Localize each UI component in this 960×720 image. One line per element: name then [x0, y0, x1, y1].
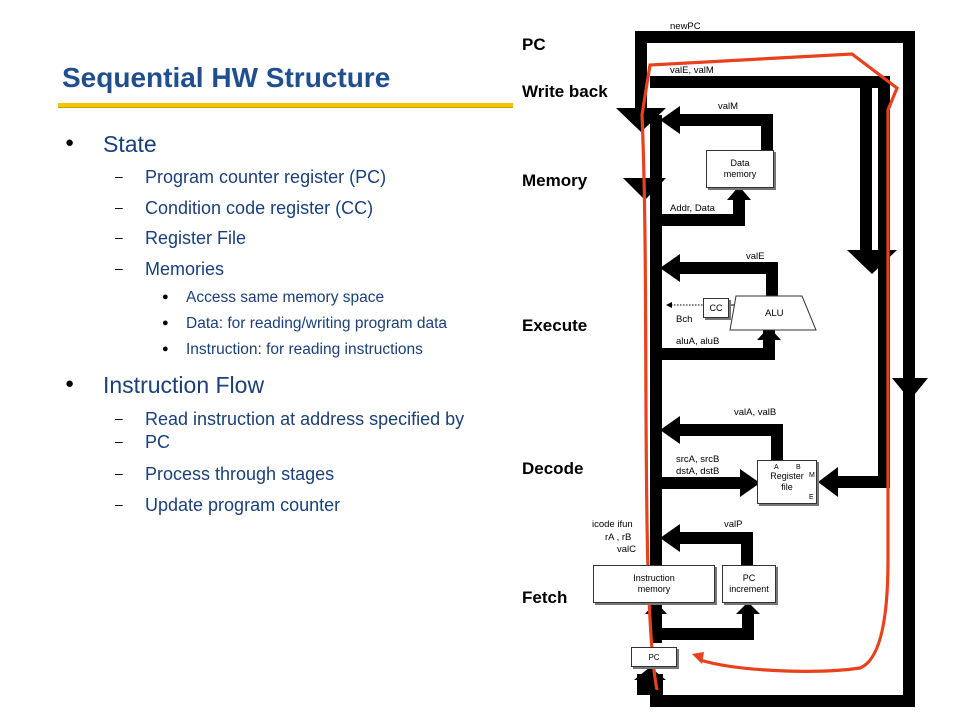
newpc-right-wire: [903, 31, 915, 707]
bch-arrow: [666, 302, 672, 308]
stage-decode: Decode: [522, 459, 584, 478]
valp-wire: [673, 532, 753, 544]
vala-valb-wire: [673, 424, 783, 436]
stage-fetch: Fetch: [522, 588, 568, 607]
bullet-process-stages: Process through stages: [115, 464, 334, 485]
pc-register-block: PC: [631, 647, 677, 667]
valp-arrow: [660, 524, 680, 552]
signal-vale-valm: valE, valM: [670, 65, 714, 76]
bullet-instruction-flow: Instruction Flow: [65, 372, 264, 399]
valm-down-arrow: [847, 250, 897, 274]
pc-increment-label-2: increment: [729, 584, 769, 594]
regfile-port-e: E: [809, 494, 814, 501]
title-underline: [58, 103, 513, 107]
vala-valb-arrow: [660, 416, 680, 444]
regfile-port-a: A: [774, 464, 779, 471]
title-underline-shadow: [58, 107, 513, 108]
signal-icode-ifun: icode ifun: [592, 519, 633, 530]
bullet-register-file: Register File: [115, 228, 246, 249]
signal-ra-rb: rA , rB: [605, 532, 632, 543]
sub-bullet-instruction-memory: Instruction: for reading instructions: [162, 341, 423, 359]
data-memory-block: Data memory: [706, 150, 774, 188]
stage-memory: Memory: [522, 171, 588, 190]
pc-increment-block: PC increment: [722, 565, 776, 603]
bullet-read-instruction-cont: PC: [115, 432, 170, 453]
writeback-arrow: [818, 467, 838, 497]
alu-input-arrow: [757, 327, 781, 340]
sub-bullet-memory-space: Access same memory space: [162, 289, 384, 307]
register-file-block: Register file: [757, 460, 817, 504]
bullet-pc-register: Program counter register (PC): [115, 167, 386, 188]
writeback-top-wire: [650, 76, 890, 88]
central-bus: [650, 115, 662, 565]
signal-alua-alub: aluA, aluB: [676, 336, 720, 347]
bullet-read-instruction: Read instruction at address specified by: [115, 409, 464, 430]
register-file-label-1: Register: [770, 471, 804, 481]
register-file-label-2: file: [781, 482, 793, 492]
newpc-right-arrow: [892, 378, 928, 400]
instruction-memory-label-1: Instruction: [633, 573, 675, 583]
vale-wire: [673, 262, 778, 274]
signal-dst: dstA, dstB: [676, 466, 720, 477]
addr-data-arrow: [727, 186, 751, 200]
pc-to-increment-wire: [650, 628, 754, 640]
stage-execute: Execute: [522, 316, 588, 335]
valp-riser: [741, 532, 753, 568]
bullet-cc-register: Condition code register (CC): [115, 198, 373, 219]
data-memory-label-2: memory: [723, 169, 757, 179]
data-memory-label-1: Data: [730, 158, 750, 168]
sub-bullet-data-memory: Data: for reading/writing program data: [162, 315, 447, 333]
pc-increment-arrow: [736, 602, 760, 614]
cc-block: CC: [703, 298, 729, 318]
src-dst-wire: [653, 477, 741, 489]
alu-label: ALU: [765, 308, 784, 319]
newpc-top-wire: [635, 31, 915, 43]
stage-write-back: Write back: [522, 82, 608, 101]
signal-src: srcA, srcB: [676, 454, 720, 465]
vala-valb-riser: [771, 424, 783, 460]
instruction-flow-path: [640, 52, 899, 691]
addr-data-riser: [733, 198, 745, 226]
signal-bch: Bch: [676, 314, 693, 325]
bullet-update-pc: Update program counter: [115, 495, 340, 516]
regfile-port-b: B: [796, 464, 801, 471]
newpc-bottom-wire: [650, 695, 915, 707]
flow-path-arrowhead: [692, 652, 704, 664]
signal-valm: valM: [718, 101, 739, 112]
signal-vale: valE: [746, 251, 765, 262]
signal-addr-data: Addr, Data: [670, 203, 715, 214]
vale-arrow: [660, 254, 680, 282]
signal-newpc: newPC: [670, 21, 701, 32]
instruction-memory-block: Instruction memory: [593, 565, 715, 603]
valm-arrow: [660, 106, 680, 134]
writeback-into-regfile: [832, 476, 890, 488]
signal-valp: valP: [724, 519, 743, 530]
valm-down-wire: [860, 76, 872, 252]
stage-pc: PC: [522, 35, 546, 54]
pc-increment-label-1: PC: [742, 573, 756, 583]
regfile-port-m: M: [809, 472, 815, 479]
pc-increment-riser: [742, 612, 754, 640]
alu-block: [729, 295, 817, 331]
newpc-up-arrow: [634, 667, 666, 680]
valm-riser: [761, 114, 773, 150]
signal-valc: valC: [617, 544, 637, 555]
slide-title: Sequential HW Structure: [62, 62, 391, 93]
bullet-state: State: [65, 131, 157, 158]
bullet-memories: Memories: [115, 259, 224, 280]
valm-wire: [673, 114, 773, 126]
signal-vala-valb: valA, valB: [734, 407, 777, 418]
vale-riser: [766, 262, 778, 298]
instruction-memory-label-2: memory: [637, 584, 671, 594]
alu-input-wire: [653, 348, 775, 360]
addr-data-wire: [653, 214, 745, 226]
src-dst-arrow: [740, 469, 760, 497]
